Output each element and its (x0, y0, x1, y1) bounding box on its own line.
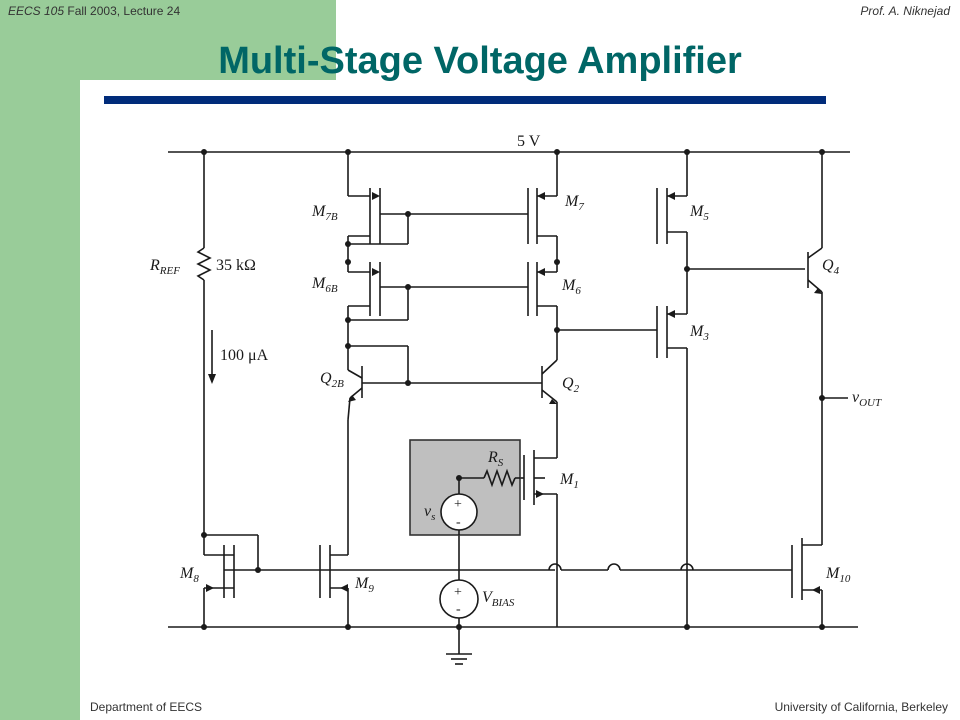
transistor-label-q4: Q4 (822, 257, 840, 277)
v-out-label: vOUT (852, 389, 882, 409)
transistor-label-m10: M10 (825, 565, 851, 585)
content-corner (80, 80, 140, 140)
title-underline (104, 96, 826, 104)
transistor-label-q2b: Q2B (320, 370, 344, 390)
r-s-label: RS (487, 449, 504, 469)
header-course: EECS 105 Fall 2003, Lecture 24 (8, 4, 181, 18)
supply-label: 5 V (517, 133, 541, 150)
slide-title: Multi-Stage Voltage Amplifier (218, 40, 742, 82)
vs-plus-sign: + (454, 497, 462, 512)
transistor-label-m5: M5 (689, 203, 709, 223)
r-ref-label: RREF (149, 257, 180, 277)
transistor-label-m8: M8 (179, 565, 199, 585)
transistor-label-m6: M6 (561, 277, 581, 297)
v-s-label: vs (424, 503, 435, 523)
vs-minus-sign: - (456, 515, 461, 530)
transistor-label-m3: M3 (689, 323, 709, 343)
transistor-label-m1: M1 (559, 471, 579, 491)
footer-university: University of California, Berkeley (774, 700, 948, 714)
header-author: Prof. A. Niknejad (860, 4, 950, 18)
transistor-label-m7: M7 (564, 193, 584, 213)
i-ref-label: 100 μA (220, 347, 269, 364)
footer-department: Department of EECS (90, 700, 203, 714)
transistor-label-m7b: M7B (311, 203, 338, 223)
transistor-label-m9: M9 (354, 575, 374, 595)
v-bias-label: VBIAS (482, 589, 515, 609)
transistor-label-m6b: M6B (311, 275, 338, 295)
transistor-label-q2: Q2 (562, 375, 580, 395)
vbias-minus-sign: - (456, 602, 461, 617)
vbias-plus-sign: + (454, 585, 462, 600)
r-ref-value: 35 kΩ (216, 257, 256, 274)
left-green-band (0, 0, 80, 720)
top-green-band (0, 0, 336, 80)
